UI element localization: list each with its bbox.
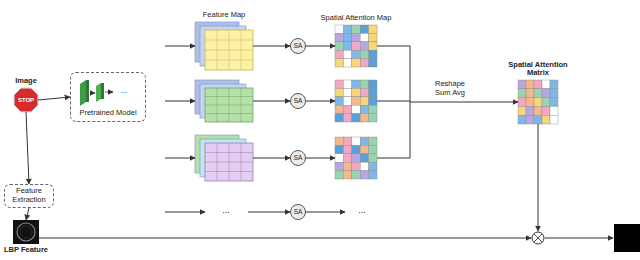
sign-text: STOP: [18, 97, 34, 104]
node-text: Feature Extraction: [5, 187, 53, 204]
feature-map-stack: Feature Map: [195, 22, 253, 70]
node-heading: LBP Feature: [0, 246, 56, 255]
node-text: SA: [294, 208, 303, 215]
node-heading: Feature Map: [189, 11, 259, 20]
ellipsis: ...: [358, 206, 366, 216]
node-text: SA: [294, 97, 303, 104]
multiply-symbol: [532, 232, 544, 244]
ellipsis: ...: [222, 206, 230, 216]
flow-arrow: [38, 97, 70, 100]
process-box: Feature Extraction: [4, 184, 54, 208]
flow-arrow: [377, 46, 518, 102]
node-text: SA: [294, 154, 303, 161]
node-heading: Image: [6, 77, 46, 86]
node-text: SA: [294, 42, 303, 49]
edge-label: Reshape Sum Avg: [435, 79, 465, 97]
output-map: [614, 224, 640, 252]
node-heading: Spatial Attention Map: [320, 14, 392, 23]
lbp-feature-image: LBP Feature: [13, 220, 39, 244]
flow-arrow: [26, 208, 29, 220]
sa-circle: SA: [290, 150, 306, 166]
ellipsis: ...: [121, 87, 128, 96]
attention-matrix-grid: Spatial Attention Matrix: [518, 80, 558, 124]
flow-arrow: [306, 46, 335, 47]
sa-circle: SA: [290, 93, 306, 109]
stop-sign: [14, 88, 38, 112]
attention-map-grid: Spatial Attention Map: [335, 25, 377, 67]
flow-arrow: [253, 46, 290, 47]
sa-circle: SA: [290, 204, 306, 220]
lbp-image: [13, 220, 39, 244]
node-heading: Spatial Attention Matrix: [502, 61, 574, 78]
sa-circle: SA: [290, 38, 306, 54]
node-heading: Pretrained Model: [71, 109, 145, 118]
feature-map-stacks: [195, 22, 253, 181]
flow-arrow: [26, 112, 29, 184]
network-layers: [80, 80, 113, 106]
wires: [39, 46, 613, 238]
attention-grids: [335, 25, 558, 179]
pretrained-model-box: Pretrained Model: [70, 72, 146, 122]
